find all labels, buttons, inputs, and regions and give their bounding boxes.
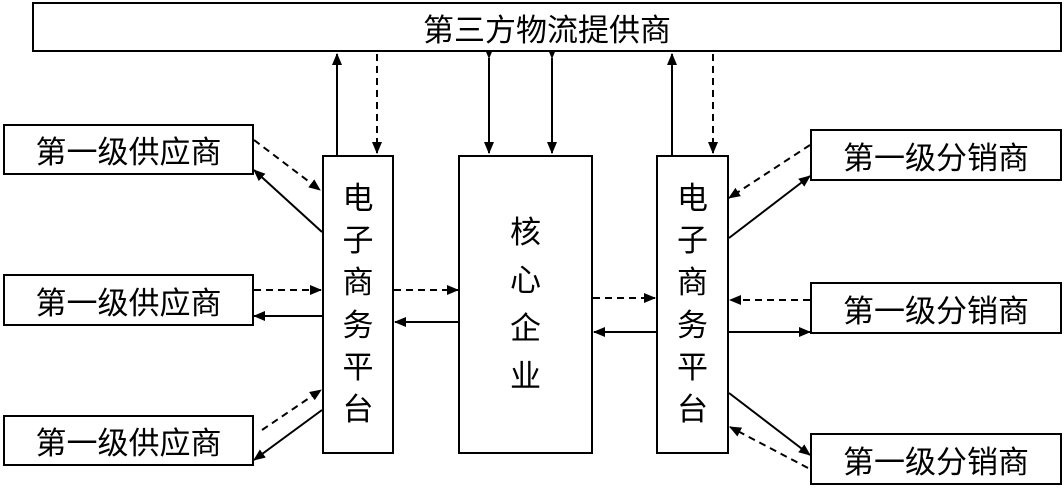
arrow-platform-to-distributor3 bbox=[728, 392, 811, 456]
arrow-distributor3-to-platform bbox=[729, 426, 809, 469]
arrow-platform-to-distributor1 bbox=[728, 175, 811, 239]
platform-char: 台 bbox=[342, 392, 374, 429]
core-char: 业 bbox=[510, 358, 541, 395]
platform-label-left: 电 子 商 务 平 台 bbox=[343, 178, 374, 432]
platform-char: 务 bbox=[342, 307, 374, 344]
platform-char: 务 bbox=[677, 307, 708, 344]
platform-label-right: 电 子 商 务 平 台 bbox=[677, 178, 708, 432]
arrow-distributor1-to-platform bbox=[728, 144, 811, 199]
supplier-label: 第一级供应商 bbox=[35, 135, 222, 171]
platform-char: 电 bbox=[677, 180, 708, 217]
core-char: 企 bbox=[510, 310, 541, 347]
core-char: 心 bbox=[510, 262, 541, 299]
platform-char: 平 bbox=[677, 349, 708, 386]
logistics-provider-box: 第三方物流提供商 bbox=[32, 2, 1062, 52]
distributor-box-3: 第一级分销商 bbox=[810, 433, 1062, 485]
distributor-label: 第一级分销商 bbox=[843, 293, 1029, 330]
platform-char: 台 bbox=[677, 392, 708, 429]
arrow-supplier3-to-platform bbox=[261, 389, 322, 431]
platform-char: 商 bbox=[677, 265, 708, 302]
arrow-platform-to-supplier1 bbox=[253, 169, 323, 233]
arrow-supplier1-to-platform bbox=[253, 139, 321, 191]
platform-char: 平 bbox=[342, 349, 374, 386]
supplier-box-2: 第一级供应商 bbox=[3, 274, 254, 326]
platform-char: 商 bbox=[342, 265, 374, 302]
supplier-box-3: 第一级供应商 bbox=[3, 415, 254, 466]
core-char: 核 bbox=[510, 214, 541, 251]
arrow-platform-to-supplier3 bbox=[253, 409, 323, 461]
supplier-label: 第一级供应商 bbox=[35, 426, 222, 462]
distributor-label: 第一级分销商 bbox=[843, 140, 1029, 177]
core-enterprise-box: 核 心 企 业 bbox=[458, 155, 593, 454]
platform-char: 电 bbox=[342, 180, 374, 217]
logistics-provider-label: 第三方物流提供商 bbox=[423, 12, 671, 49]
ecommerce-platform-left: 电 子 商 务 平 台 bbox=[322, 155, 394, 454]
supplier-box-1: 第一级供应商 bbox=[3, 124, 254, 175]
distributor-label: 第一级分销商 bbox=[843, 444, 1029, 481]
distributor-box-1: 第一级分销商 bbox=[810, 129, 1062, 181]
supplier-label: 第一级供应商 bbox=[35, 285, 222, 322]
platform-char: 子 bbox=[677, 222, 708, 259]
core-enterprise-label: 核 心 企 业 bbox=[510, 209, 541, 401]
ecommerce-platform-right: 电 子 商 务 平 台 bbox=[656, 155, 729, 454]
distributor-box-2: 第一级分销商 bbox=[810, 282, 1062, 334]
platform-char: 子 bbox=[342, 222, 374, 259]
